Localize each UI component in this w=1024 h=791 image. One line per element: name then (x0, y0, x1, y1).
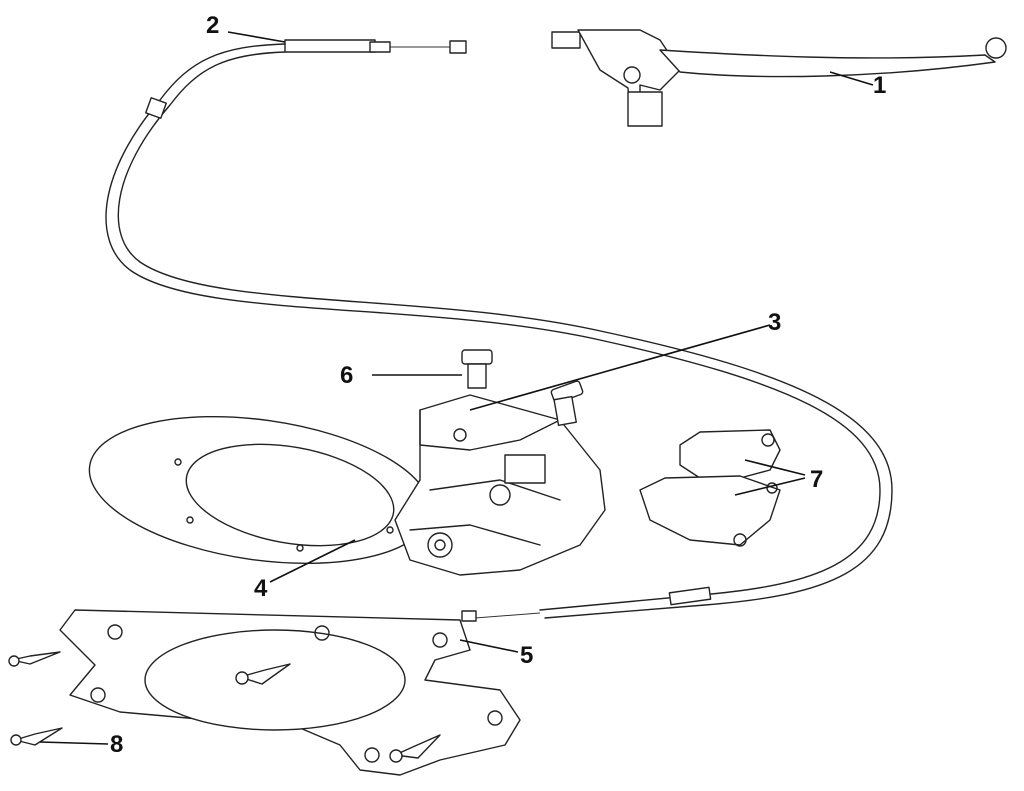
brake-caliper (394, 324, 771, 576)
screws (8, 651, 441, 763)
callout-8: 8 (110, 731, 124, 758)
callout-1: 1 (873, 72, 887, 99)
mounting-bracket (59, 539, 521, 776)
brake-pads (639, 429, 806, 547)
callout-3: 3 (768, 309, 782, 336)
callout-6: 6 (340, 362, 354, 389)
callout-5: 5 (520, 642, 534, 669)
callout-4: 4 (254, 575, 268, 602)
brake-cable (105, 31, 893, 622)
callout-7: 7 (810, 466, 824, 493)
callout-2: 2 (206, 12, 220, 39)
bolts (372, 349, 584, 427)
brake-disc (88, 415, 432, 565)
brake-lever (551, 29, 1007, 127)
